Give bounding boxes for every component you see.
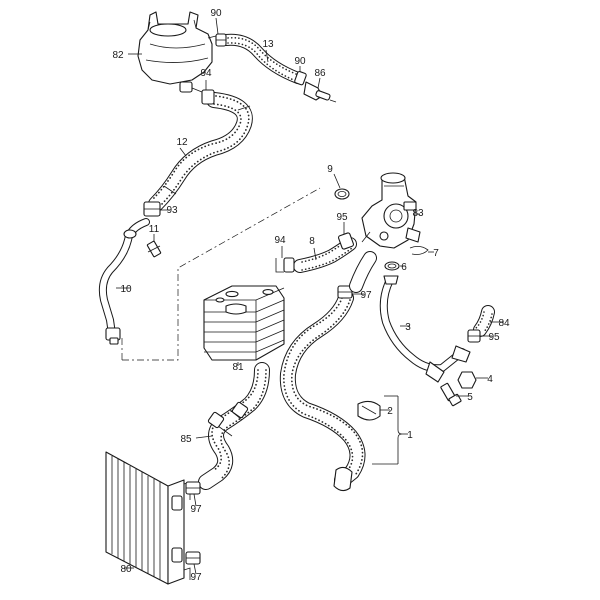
part-label: 85 (180, 434, 192, 445)
part-label: 8 (309, 236, 315, 247)
clamp-2 (357, 400, 381, 421)
clamp-97-radiator-upper (185, 481, 201, 495)
part-label: 12 (176, 137, 188, 148)
part-label: 7 (433, 248, 439, 259)
clip-7 (409, 246, 429, 255)
clamp-85-middle (207, 411, 225, 429)
part-label: 90 (294, 56, 306, 67)
connector-93 (143, 201, 161, 217)
pipe-10 (98, 218, 150, 345)
hose-stub-housing (349, 251, 377, 293)
part-label: 97 (360, 290, 372, 301)
hose-85 (198, 362, 270, 490)
clamp-97-upper (337, 285, 353, 299)
clamp-94-lower (275, 257, 295, 273)
clamp-95-right (467, 329, 481, 343)
part-label: 95 (336, 212, 348, 223)
part-label: 82 (112, 50, 124, 61)
part-label: 13 (262, 39, 274, 50)
leader-lines (116, 17, 504, 575)
clamp-95-housing (337, 232, 355, 250)
part-label: 2 (387, 406, 393, 417)
radiator-80 (105, 451, 191, 585)
hose-84 (473, 305, 495, 337)
part-label: 80 (120, 564, 132, 575)
pipe-3 (379, 275, 471, 383)
part-label: 97 (190, 572, 202, 583)
oil-cooler-81 (203, 285, 285, 361)
connector-86 (303, 81, 337, 103)
part-label: 3 (405, 322, 411, 333)
part-label: 4 (487, 374, 493, 385)
part-label: 83 (412, 208, 424, 219)
part-label: 94 (200, 68, 212, 79)
nut-4 (457, 371, 477, 389)
hose-1 (279, 290, 366, 492)
clamp-90-right (294, 71, 307, 86)
part-label: 9 (327, 164, 333, 175)
part-label: 5 (467, 392, 473, 403)
thermostat-housing-83 (361, 172, 421, 249)
part-label: 93 (166, 205, 178, 216)
hose-12 (148, 92, 253, 212)
part-label: 97 (190, 504, 202, 515)
part-label: 10 (120, 284, 132, 295)
clamp-97-radiator-lower (185, 551, 201, 565)
part-label: 81 (232, 362, 244, 373)
clamp-85-upper (231, 401, 249, 419)
hose-13 (220, 33, 304, 84)
clamp-94-upper (191, 87, 215, 105)
o-ring-9 (334, 188, 350, 200)
assembly-dashed-frame (121, 187, 321, 361)
clamp-90-upper-left (215, 33, 227, 47)
part-label: 11 (149, 224, 160, 235)
bolt-5 (440, 382, 462, 407)
part-label: 95 (488, 332, 500, 343)
part-label: 94 (274, 235, 286, 246)
part-label: 84 (498, 318, 510, 329)
expansion-tank (137, 11, 217, 93)
part-label: 6 (401, 262, 407, 273)
part-label: 1 (407, 430, 413, 441)
o-ring-6 (384, 261, 400, 271)
part-label: 86 (314, 68, 326, 79)
part-label: 90 (210, 8, 222, 19)
bolt-11 (146, 240, 162, 258)
